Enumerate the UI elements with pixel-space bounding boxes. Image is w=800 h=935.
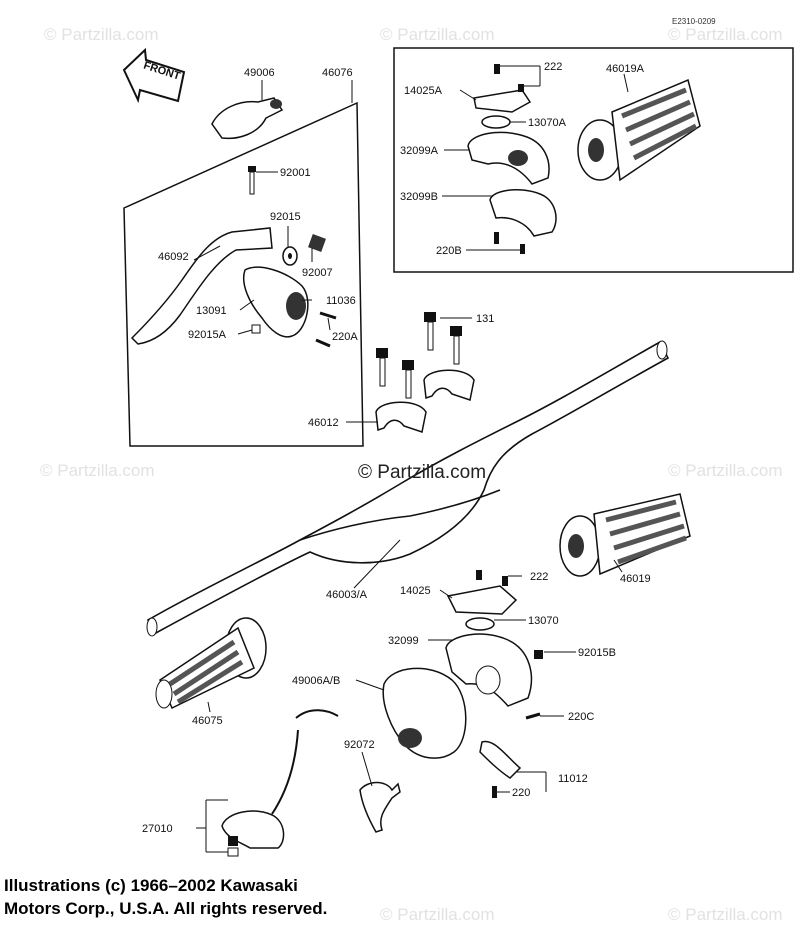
part-label: 46076 bbox=[322, 67, 353, 79]
watermark: © Partzilla.com bbox=[44, 25, 159, 44]
watermark: © Partzilla.com bbox=[668, 461, 783, 480]
part-label: 46003/A bbox=[326, 589, 368, 601]
part-label: 131 bbox=[476, 313, 494, 325]
part-label: 13070A bbox=[528, 117, 567, 129]
watermark: © Partzilla.com bbox=[380, 905, 495, 924]
right-grip bbox=[559, 493, 691, 577]
leader-lines bbox=[193, 65, 629, 853]
part-label: 92015 bbox=[270, 211, 301, 223]
watermark: © Partzilla.com bbox=[380, 25, 495, 44]
part-label: 27010 bbox=[142, 823, 173, 835]
part-label: 222 bbox=[530, 571, 548, 583]
copyright-line: Motors Corp., U.S.A. All rights reserved… bbox=[4, 899, 328, 918]
part-label: 49006A/B bbox=[292, 675, 340, 687]
part-label: 92007 bbox=[302, 267, 333, 279]
part-label: 13091 bbox=[196, 305, 227, 317]
part-label: 32099A bbox=[400, 145, 439, 157]
part-label: 222 bbox=[544, 61, 562, 73]
center-watermark: © Partzilla.com bbox=[358, 462, 486, 483]
wire-clamp bbox=[359, 781, 401, 833]
part-label: 32099B bbox=[400, 191, 438, 203]
watermark: © Partzilla.com bbox=[668, 25, 783, 44]
part-label: 220C bbox=[568, 711, 594, 723]
copyright-notice: Illustrations (c) 1966–2002 Kawasaki Mot… bbox=[4, 874, 327, 920]
part-label: 11012 bbox=[558, 773, 588, 785]
part-label: 92015A bbox=[188, 329, 227, 341]
lever-mount bbox=[382, 667, 467, 759]
clamp-bolts bbox=[376, 312, 462, 399]
part-label: 11036 bbox=[326, 295, 356, 307]
part-label: 220A bbox=[332, 331, 358, 343]
diagram-reference-code: E2310-0209 bbox=[672, 17, 716, 26]
throttle-group-top bbox=[393, 47, 794, 273]
left-grip bbox=[155, 617, 267, 710]
throttle-group-bottom bbox=[445, 570, 543, 798]
lever-cover bbox=[211, 97, 284, 140]
handlebar-clamps bbox=[375, 369, 475, 433]
part-label: 13070 bbox=[528, 615, 559, 627]
part-label: 49006 bbox=[244, 67, 275, 79]
kill-switch bbox=[221, 709, 339, 857]
part-label: 92015B bbox=[578, 647, 616, 659]
part-labels: 49006 46076 92001 92015 46092 92007 1103… bbox=[142, 61, 651, 835]
part-label: 46019 bbox=[620, 573, 651, 585]
watermark: © Partzilla.com bbox=[40, 461, 155, 480]
part-label: 220 bbox=[512, 787, 530, 799]
part-label: 32099 bbox=[388, 635, 419, 647]
clutch-lever-group bbox=[123, 80, 364, 447]
handlebar bbox=[146, 340, 670, 637]
part-label: 92072 bbox=[344, 739, 375, 751]
part-label: 220B bbox=[436, 245, 462, 257]
front-arrow: FRONT bbox=[122, 47, 186, 104]
part-label: 46012 bbox=[308, 417, 339, 429]
part-label: 14025 bbox=[400, 585, 431, 597]
part-label: 46075 bbox=[192, 715, 223, 727]
part-label: 46019A bbox=[606, 63, 645, 75]
part-label: 14025A bbox=[404, 85, 443, 97]
watermark-layer: © Partzilla.com © Partzilla.com © Partzi… bbox=[40, 25, 783, 924]
part-label: 46092 bbox=[158, 251, 189, 263]
watermark: © Partzilla.com bbox=[668, 905, 783, 924]
part-label: 92001 bbox=[280, 167, 311, 179]
copyright-line: Illustrations (c) 1966–2002 Kawasaki bbox=[4, 876, 298, 895]
